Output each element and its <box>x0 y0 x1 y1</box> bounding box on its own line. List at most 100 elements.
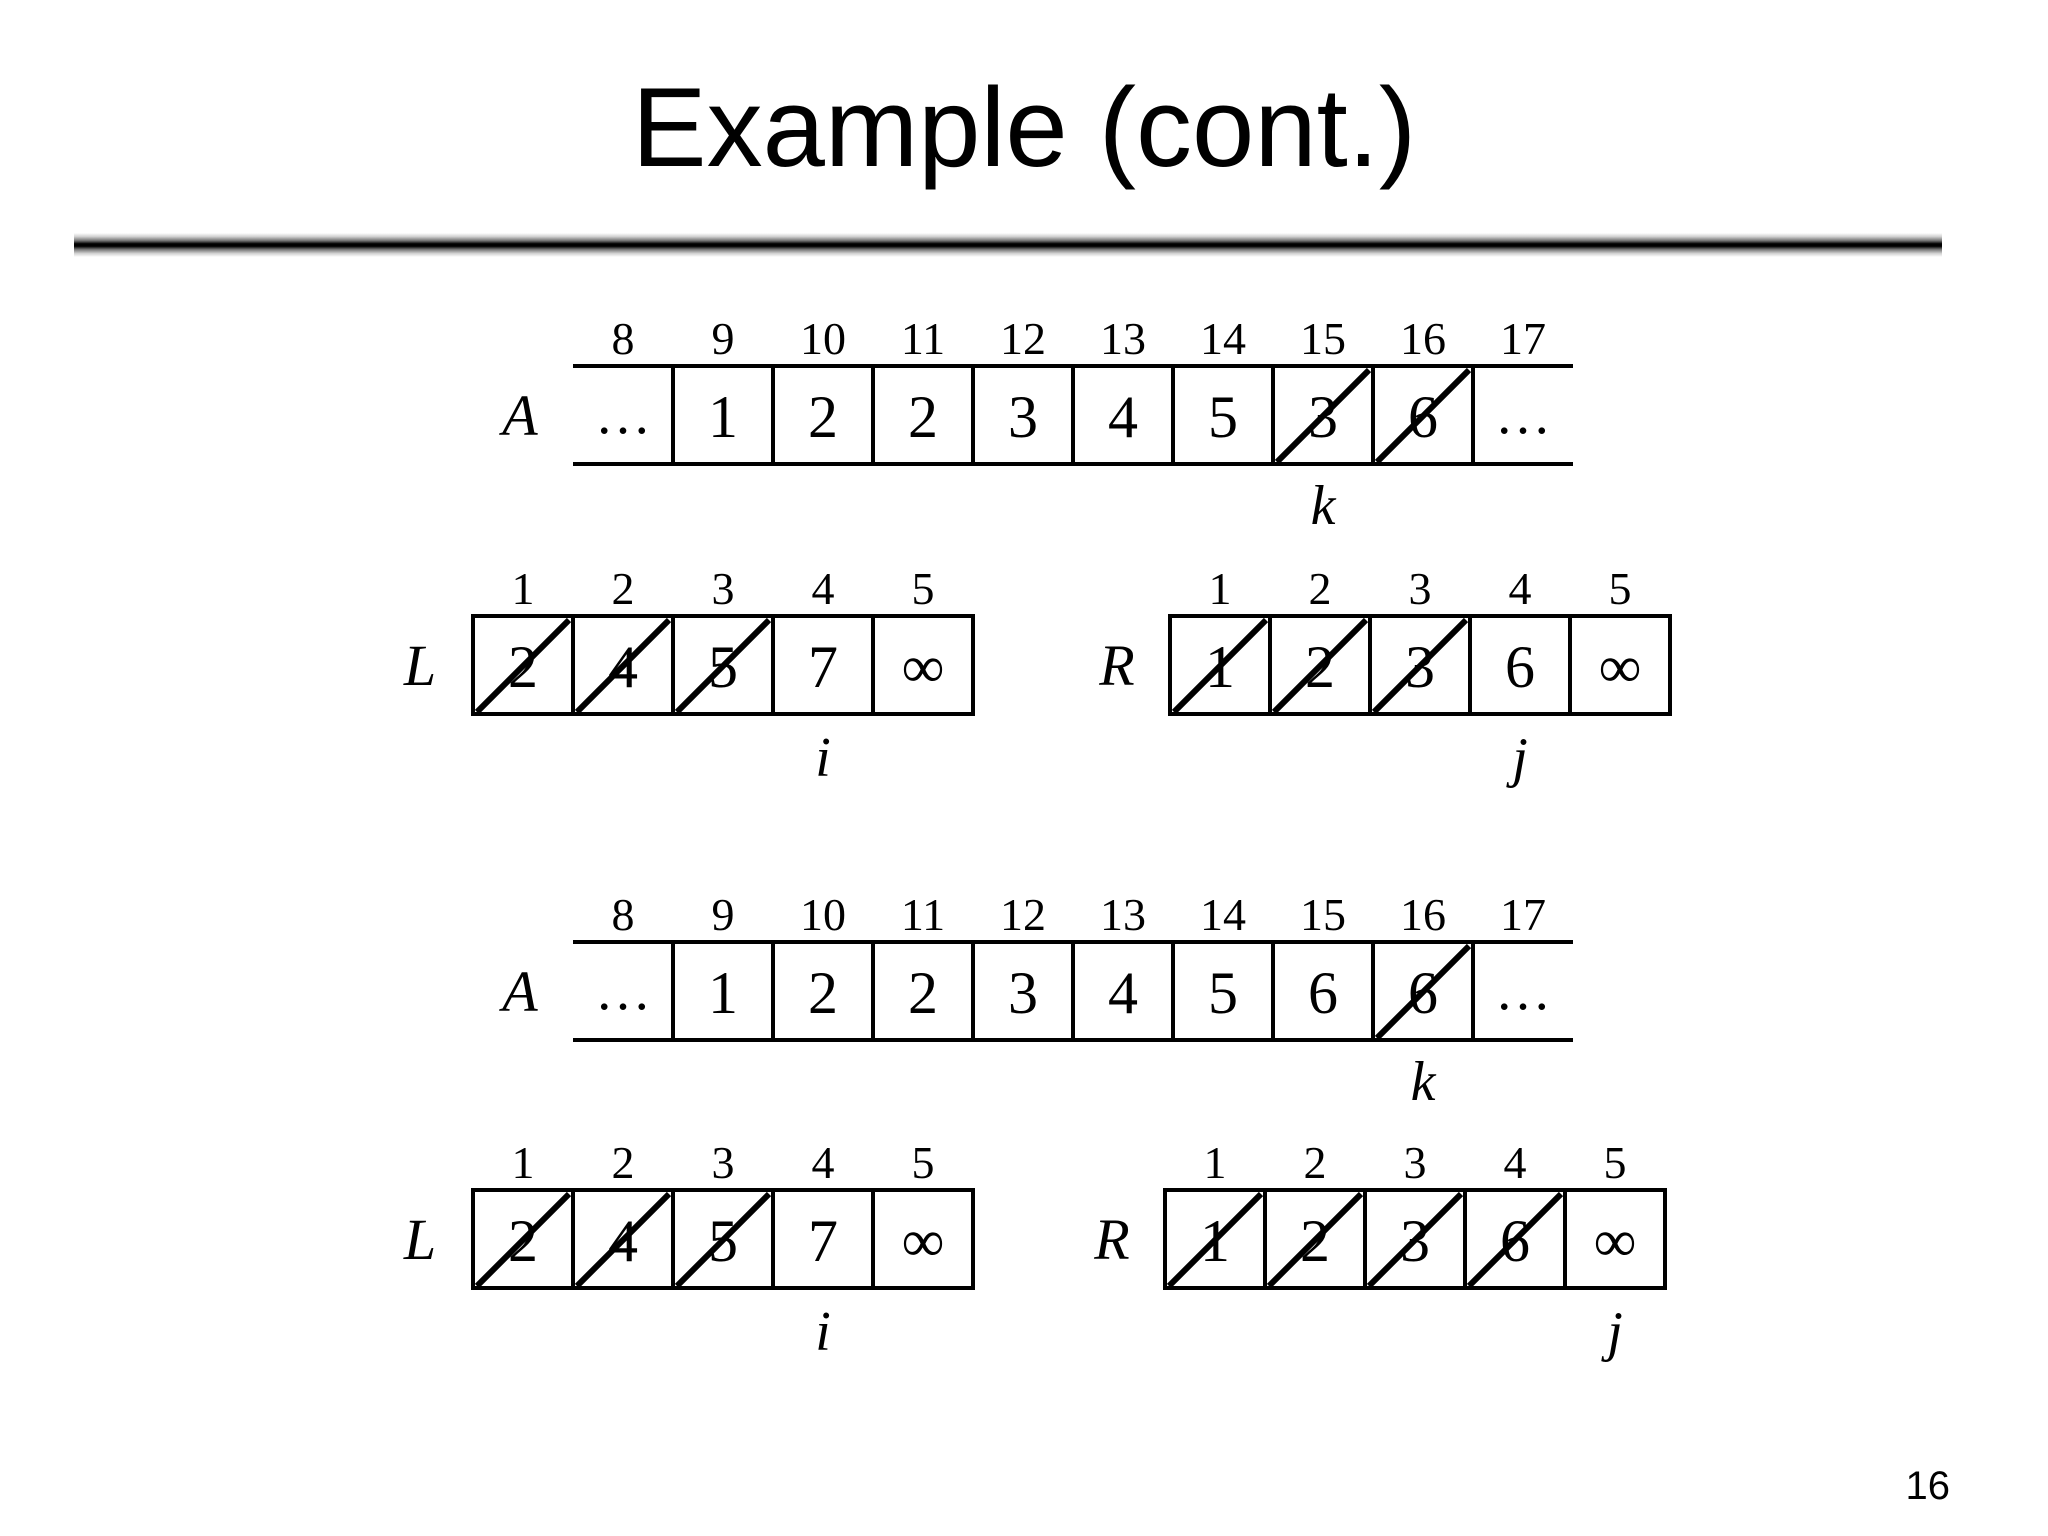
array-a-value: 3 <box>1008 384 1038 450</box>
array-l-index: 3 <box>712 1137 735 1188</box>
array-l-index: 4 <box>812 1137 835 1188</box>
array-l-value: ∞ <box>902 1208 945 1274</box>
pointer-j: j <box>1506 727 1528 789</box>
array-a-index: 13 <box>1100 313 1146 364</box>
array-l-index: 1 <box>512 1137 535 1188</box>
array-a-index: 12 <box>1000 889 1046 940</box>
strike-mark <box>1171 617 1269 715</box>
array-a-value: 4 <box>1108 960 1138 1026</box>
array-a-index: 9 <box>712 889 735 940</box>
page-number: 16 <box>1905 1464 1951 1508</box>
array-a-value: 4 <box>1108 384 1138 450</box>
array-r: 123451236∞Rj <box>1098 563 1672 789</box>
array-a-right-ellipsis: … <box>1495 384 1551 446</box>
array-r-value: 6 <box>1505 634 1535 700</box>
array-a-index: 16 <box>1400 889 1446 940</box>
array-a-value: 1 <box>708 384 738 450</box>
array-r-index: 3 <box>1409 563 1432 614</box>
strike-mark <box>1374 367 1472 465</box>
array-a-index: 8 <box>612 313 635 364</box>
strike-mark <box>1374 943 1472 1041</box>
array-r-value: ∞ <box>1594 1208 1637 1274</box>
pointer-i: i <box>815 1301 831 1363</box>
array-a-label: A <box>498 959 538 1024</box>
array-r-index: 4 <box>1509 563 1532 614</box>
array-r-index: 5 <box>1604 1137 1627 1188</box>
array-l: 123452457∞Li <box>403 563 975 789</box>
array-l-frame <box>471 1188 975 1290</box>
array-r-index: 2 <box>1309 563 1332 614</box>
array-r-label: R <box>1098 633 1134 698</box>
array-l-frame <box>471 614 975 716</box>
array-a-value: 2 <box>908 384 938 450</box>
array-l-label: L <box>403 633 436 698</box>
strike-mark <box>574 617 672 715</box>
array-a-value: 1 <box>708 960 738 1026</box>
array-a-index: 16 <box>1400 313 1446 364</box>
array-a-index: 10 <box>800 889 846 940</box>
array-l-label: L <box>403 1207 436 1272</box>
array-a-index: 14 <box>1200 889 1246 940</box>
array-a-label: A <box>498 383 538 448</box>
array-a-value: 6 <box>1308 960 1338 1026</box>
array-l-index: 2 <box>612 563 635 614</box>
strike-mark <box>1366 1191 1464 1289</box>
slide-title: Example (cont.) <box>631 65 1417 190</box>
pointer-j: j <box>1601 1301 1623 1363</box>
array-r-index: 1 <box>1204 1137 1227 1188</box>
array-r-frame <box>1163 1188 1667 1290</box>
strike-mark <box>474 1191 572 1289</box>
array-l-value: 7 <box>808 1208 838 1274</box>
strike-mark <box>674 1191 772 1289</box>
array-a-index: 8 <box>612 889 635 940</box>
array-a-value: 2 <box>808 384 838 450</box>
merge-step-2: 891011121314151617……12234566Ak123452457∞… <box>403 889 1667 1363</box>
array-l-index: 5 <box>912 1137 935 1188</box>
array-r-index: 5 <box>1609 563 1632 614</box>
array-a-index: 11 <box>901 313 945 364</box>
array-l-value: 7 <box>808 634 838 700</box>
array-a-value: 2 <box>808 960 838 1026</box>
array-r-frame <box>1168 614 1672 716</box>
array-l-value: ∞ <box>902 634 945 700</box>
strike-mark <box>1166 1191 1264 1289</box>
array-a-index: 10 <box>800 313 846 364</box>
array-r: 123451236∞Rj <box>1093 1137 1667 1363</box>
array-a-index: 9 <box>712 313 735 364</box>
array-r-label: R <box>1093 1207 1129 1272</box>
strike-mark <box>474 617 572 715</box>
strike-mark <box>1466 1191 1564 1289</box>
array-l-index: 3 <box>712 563 735 614</box>
pointer-k: k <box>1411 1051 1437 1113</box>
title-divider <box>74 233 1942 257</box>
array-a-value: 2 <box>908 960 938 1026</box>
array-a-index: 11 <box>901 889 945 940</box>
array-a-index: 13 <box>1100 889 1146 940</box>
array-r-index: 2 <box>1304 1137 1327 1188</box>
array-a-index: 15 <box>1300 313 1346 364</box>
pointer-i: i <box>815 727 831 789</box>
array-a-index: 17 <box>1500 889 1546 940</box>
strike-mark <box>1274 367 1372 465</box>
array-a-value: 5 <box>1208 960 1238 1026</box>
strike-mark <box>1371 617 1469 715</box>
array-l-index: 2 <box>612 1137 635 1188</box>
array-a-left-ellipsis: … <box>595 384 651 446</box>
pointer-k: k <box>1311 475 1337 537</box>
array-a-index: 14 <box>1200 313 1246 364</box>
array-a-right-ellipsis: … <box>1495 960 1551 1022</box>
strike-mark <box>1271 617 1369 715</box>
array-l-index: 4 <box>812 563 835 614</box>
array-r-index: 3 <box>1404 1137 1427 1188</box>
array-a-value: 3 <box>1008 960 1038 1026</box>
merge-step-1: 891011121314151617……12234536Ak123452457∞… <box>403 313 1672 789</box>
array-a-value: 5 <box>1208 384 1238 450</box>
array-a-index: 17 <box>1500 313 1546 364</box>
array-r-value: ∞ <box>1599 634 1642 700</box>
array-a-left-ellipsis: … <box>595 960 651 1022</box>
array-l: 123452457∞Li <box>403 1137 975 1363</box>
